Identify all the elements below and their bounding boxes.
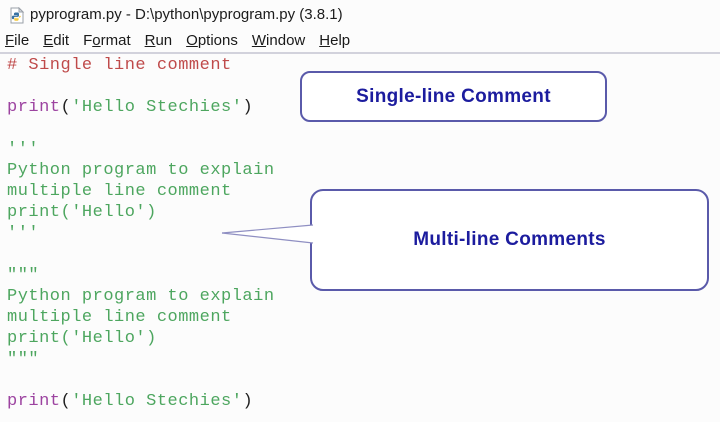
code-line [7,370,707,391]
code-line: """ [7,350,40,369]
callout-multi-line-comments: Multi-line Comments [310,189,709,291]
code-line: Python program to explain [7,287,275,306]
code-line: print('Hello Stechies') [7,392,254,411]
menu-item-help[interactable]: Help [319,31,351,49]
menubar-separator [0,52,720,54]
menu-item-file[interactable]: File [5,31,30,49]
code-line: multiple line comment [7,182,232,201]
menu-item-edit[interactable]: Edit [43,31,70,49]
code-line: print('Hello') [7,203,157,222]
code-line: Python program to explain [7,161,275,180]
menu-item-window[interactable]: Window [251,31,306,49]
code-line: multiple line comment [7,308,232,327]
code-line: # Single line comment [7,56,232,75]
menu-item-options[interactable]: Options [186,31,238,49]
menu-item-run[interactable]: Run [144,31,173,49]
title-bar: pyprogram.py - D:\python\pyprogram.py (3… [0,0,720,28]
code-line: print('Hello') [7,329,157,348]
callout-single-line-label: Single-line Comment [356,85,551,107]
menubar: File Edit Format Run Options Window Help [0,29,720,51]
menu-item-format[interactable]: Format [83,31,131,49]
code-line: ''' [7,140,40,159]
window-title: pyprogram.py - D:\python\pyprogram.py (3… [30,5,343,23]
code-line: print('Hello Stechies') [7,98,254,117]
code-area[interactable]: # Single line comment print('Hello Stech… [7,55,707,412]
code-line: """ [7,266,40,285]
callout-single-line-comment: Single-line Comment [300,71,607,122]
callout-multi-line-label: Multi-line Comments [413,229,606,250]
python-file-icon [10,6,25,23]
code-line: ''' [7,224,40,243]
